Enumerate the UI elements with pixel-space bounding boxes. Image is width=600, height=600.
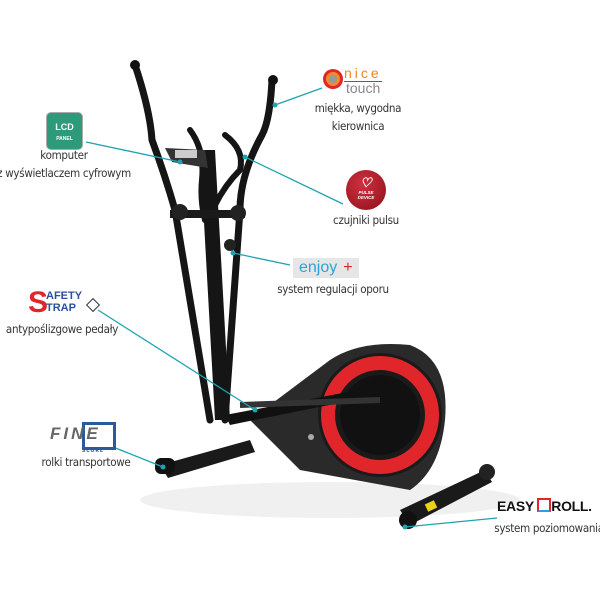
enjoy-plus-logo: enjoy +	[293, 258, 359, 278]
elliptical-trainer	[130, 60, 520, 529]
callout-lines	[85, 87, 498, 528]
easy-roll-square-icon	[537, 498, 552, 512]
strap-diamond-icon	[85, 297, 101, 313]
strap-text: TRAP	[46, 302, 76, 314]
easy-text: EASY	[497, 498, 534, 514]
nice-text: nice	[344, 65, 382, 82]
touch-text: touch	[346, 80, 381, 96]
computer-caption-line2: z wyświetlaczem cyfrowym	[0, 166, 131, 180]
safety-s-initial: S	[28, 286, 49, 319]
nice-touch-rings-icon	[323, 69, 343, 89]
roll-text: ROLL.	[551, 498, 592, 514]
fine-text: FINE	[50, 424, 101, 443]
device-text: DEVICE	[357, 195, 375, 200]
pedals-caption: antypoślizgowe pedały	[5, 322, 119, 336]
callout-dots	[160, 102, 408, 530]
leveling-caption: system poziomowania	[494, 521, 600, 535]
wheels-caption: rolki transportowe	[41, 455, 131, 469]
panel-text: PANEL	[56, 136, 73, 142]
handlebars-caption-line1: miękka, wygodna	[314, 101, 402, 115]
lcd-text: LCD	[55, 122, 74, 132]
pulse-text: PULSE	[358, 190, 374, 195]
computer-caption-line1: komputer	[40, 148, 88, 162]
easy-roll-logo: EASY ROLL.	[497, 498, 592, 514]
fine-square-icon	[82, 422, 116, 450]
enjoy-text: enjoy	[299, 259, 338, 276]
lcd-panel-logo: LCD PANEL	[46, 112, 83, 150]
safety-text: AFETY	[46, 290, 83, 302]
pulse-caption: czujniki pulsu	[333, 213, 399, 227]
plus-icon: +	[343, 259, 353, 276]
fine-score-logo: FINE SCORE	[50, 420, 120, 454]
pulse-device-logo: ♡ PULSE DEVICE	[346, 170, 386, 210]
heart-pulse-icon: ♡	[360, 175, 372, 190]
handlebars-caption-line2: kierownica	[331, 119, 385, 133]
safety-strap-logo: S AFETY TRAP	[28, 286, 103, 319]
resistance-caption: system regulacji oporu	[277, 282, 389, 296]
score-text: SCORE	[82, 448, 104, 454]
